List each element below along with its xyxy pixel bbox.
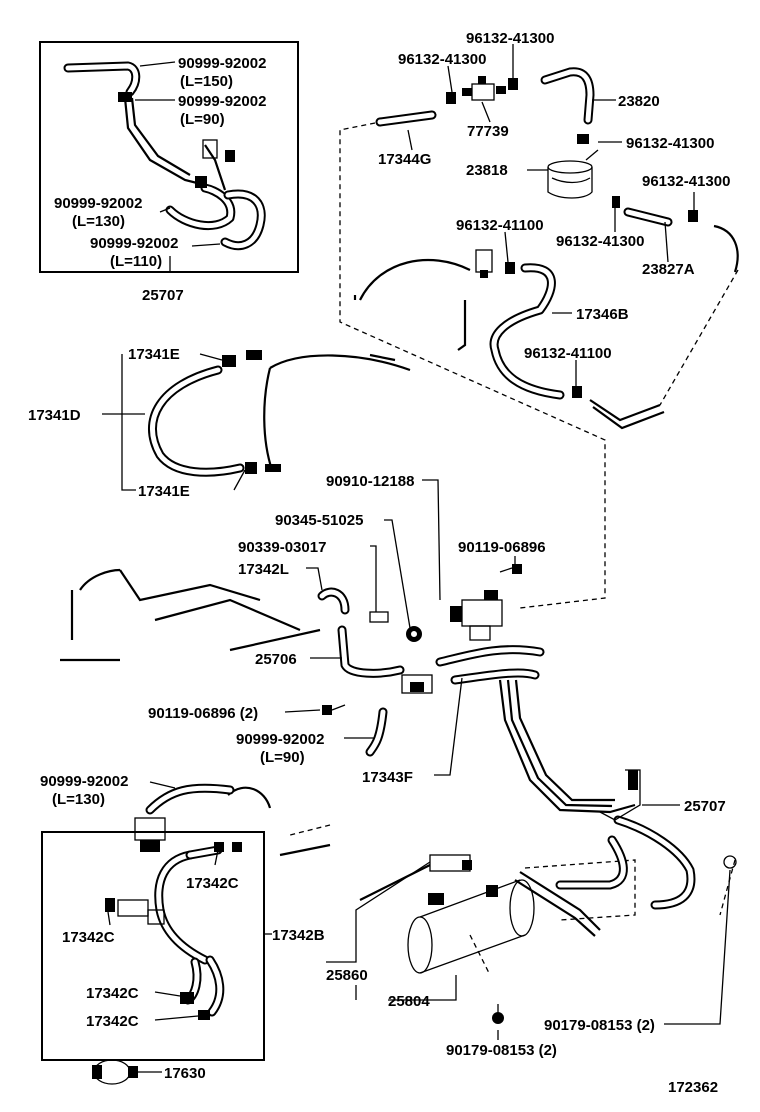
label-25804: 25804	[388, 993, 430, 1010]
label-90119-06896-a: 90119-06896	[458, 539, 546, 556]
label-17342c-d: 17342C	[86, 1013, 139, 1030]
label-96132-41300-c: 96132-41300	[626, 135, 714, 152]
label-l130-b: (L=130)	[52, 791, 105, 808]
label-17341d: 17341D	[28, 407, 81, 424]
label-17342c-a: 17342C	[186, 875, 239, 892]
label-90179-08153-b: 90179-08153 (2)	[446, 1042, 557, 1059]
detail-box-top-left	[39, 41, 299, 273]
leader-lines	[102, 44, 731, 1073]
label-25707-b: 25707	[684, 798, 726, 815]
label-25860: 25860	[326, 967, 368, 984]
label-96132-41300-b: 96132-41300	[398, 51, 486, 68]
hoses	[63, 61, 739, 1017]
label-77739: 77739	[467, 123, 509, 140]
label-90999-92002-a: 90999-92002	[178, 55, 266, 72]
label-17341e-a: 17341E	[128, 346, 180, 363]
label-23820: 23820	[618, 93, 660, 110]
label-90999-92002-b: 90999-92002	[178, 93, 266, 110]
label-90999-92002-e: 90999-92002	[236, 731, 324, 748]
dashed-guides	[289, 122, 739, 976]
label-17342l: 17342L	[238, 561, 289, 578]
label-96132-41300-a: 96132-41300	[466, 30, 554, 47]
label-90999-92002-f: 90999-92002	[40, 773, 128, 790]
label-l90-a: (L=90)	[180, 111, 225, 128]
label-17346b: 17346B	[576, 306, 629, 323]
label-25706: 25706	[255, 651, 297, 668]
label-17344g: 17344G	[378, 151, 431, 168]
label-17343f: 17343F	[362, 769, 413, 786]
label-17342b: 17342B	[272, 927, 325, 944]
label-172362: 172362	[668, 1079, 718, 1096]
label-96132-41100-a: 96132-41100	[456, 217, 544, 234]
detail-box-bottom-left	[41, 831, 265, 1061]
label-90119-06896-b: 90119-06896 (2)	[148, 705, 258, 722]
label-96132-41100-b: 96132-41100	[524, 345, 612, 362]
label-90999-92002-c: 90999-92002	[54, 195, 142, 212]
label-17630: 17630	[164, 1065, 206, 1082]
components	[92, 76, 737, 1085]
label-90999-92002-d: 90999-92002	[90, 235, 178, 252]
label-96132-41300-d: 96132-41300	[642, 173, 730, 190]
label-l110: (L=110)	[110, 253, 162, 270]
label-l150: (L=150)	[180, 73, 233, 90]
label-90179-08153-a: 90179-08153 (2)	[544, 1017, 655, 1034]
label-90910-12188: 90910-12188	[326, 473, 414, 490]
label-90345-51025: 90345-51025	[275, 512, 363, 529]
label-17342c-c: 17342C	[86, 985, 139, 1002]
label-90339-03017: 90339-03017	[238, 539, 326, 556]
label-17341e-b: 17341E	[138, 483, 190, 500]
label-25707-a: 25707	[142, 287, 184, 304]
label-23818: 23818	[466, 162, 508, 179]
label-l130-a: (L=130)	[72, 213, 125, 230]
label-17342c-b: 17342C	[62, 929, 115, 946]
engine-outline	[60, 258, 471, 857]
label-l90-b: (L=90)	[260, 749, 305, 766]
part-labels: 96132-41300 96132-41300 23820 77739 9613…	[28, 30, 730, 1096]
label-23827a: 23827A	[642, 261, 695, 278]
label-96132-41300-e: 96132-41300	[556, 233, 644, 250]
